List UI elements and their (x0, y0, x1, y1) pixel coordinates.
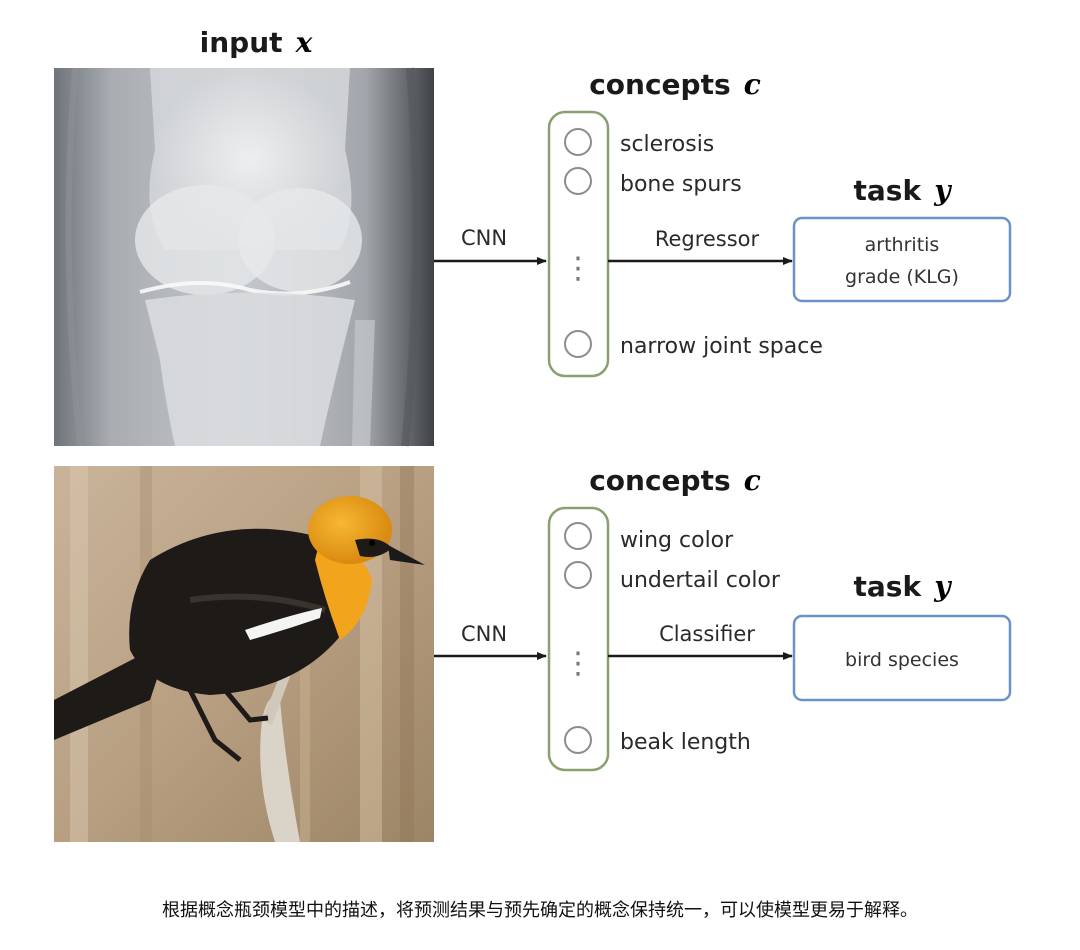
concept-layer-box-2 (547, 506, 610, 772)
concepts-header-label-1: concepts (589, 68, 730, 101)
concept-layer-box-1 (547, 110, 610, 378)
concept-label: bone spurs (620, 172, 742, 197)
classifier-edge-label: Classifier (659, 622, 755, 646)
concept-node-circle (564, 167, 592, 195)
input-header: input x (200, 26, 313, 59)
input-header-var: x (295, 26, 313, 59)
concepts-header-2: concepts c (589, 464, 761, 497)
concept-node-circle (564, 128, 592, 156)
concept-label: sclerosis (620, 132, 714, 157)
task-text-line: arthritis (865, 234, 940, 256)
concepts-header-var-1: c (744, 68, 761, 101)
task-text-line: bird species (845, 649, 959, 671)
task-header-var-1: y (933, 174, 952, 207)
concept-label: beak length (620, 730, 751, 755)
task-header-label-1: task (854, 174, 923, 207)
input-header-label: input (200, 26, 283, 59)
concepts-header-label-2: concepts (589, 464, 730, 497)
concept-label: narrow joint space (620, 334, 823, 359)
task-header-label-2: task (854, 570, 923, 603)
cnn-edge-label-1: CNN (461, 226, 507, 250)
cnn-edge-label-2: CNN (461, 622, 507, 646)
task-header-var-2: y (933, 570, 952, 603)
figure-caption: 根据概念瓶颈模型中的描述，将预测结果与预先确定的概念保持统一，可以使模型更易于解… (162, 900, 918, 921)
regressor-edge-label: Regressor (655, 227, 760, 251)
bird-image (54, 466, 434, 842)
xray-image (54, 67, 434, 447)
task-header-2: task y (854, 570, 953, 603)
task-header-1: task y (854, 174, 953, 207)
task-text-line: grade (KLG) (845, 266, 959, 288)
concept-node-circle (564, 522, 592, 550)
concept-ellipsis-1: ⋮ (563, 251, 593, 286)
concept-node-circle (564, 726, 592, 754)
task-box-2 (792, 614, 1012, 702)
concept-node-circle (564, 561, 592, 589)
concepts-header-1: concepts c (589, 68, 761, 101)
concept-label: undertail color (620, 568, 781, 593)
concept-bottleneck-diagram: input x concepts c ⋮ sclerosis bone spur… (54, 26, 1012, 842)
concepts-header-var-2: c (744, 464, 761, 497)
concept-label: wing color (620, 528, 734, 553)
concept-node-circle (564, 330, 592, 358)
concept-ellipsis-2: ⋮ (563, 646, 593, 681)
task-box-1 (792, 216, 1012, 303)
